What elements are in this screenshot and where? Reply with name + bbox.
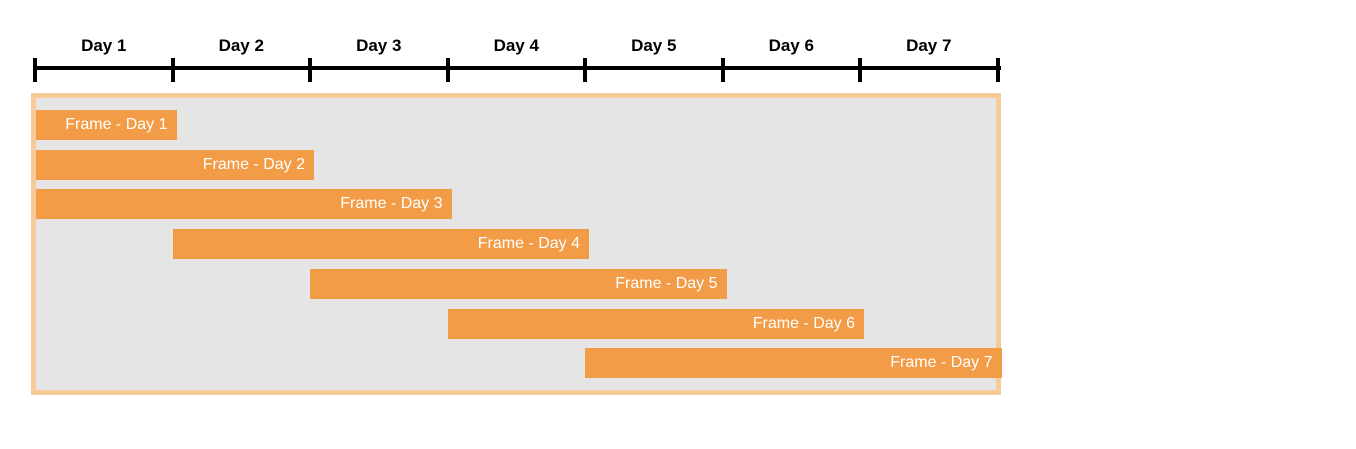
bar-label: Frame - Day 2: [202, 156, 305, 173]
axis-tick: [170, 58, 175, 82]
axis-tick: [33, 58, 37, 82]
day-label: Day 6: [768, 36, 814, 55]
day-label: Day 4: [493, 36, 539, 55]
gantt-bar-frame-day-3: Frame - Day 3: [36, 189, 452, 219]
axis-tick: [858, 58, 862, 82]
axis-tick: [308, 58, 312, 82]
axis-tick: [720, 58, 725, 82]
gantt-bar-frame-day-1: Frame - Day 1: [36, 110, 177, 140]
axis-tick: [995, 58, 1000, 82]
day-label: Day 5: [631, 36, 677, 55]
gantt-bar-frame-day-5: Frame - Day 5: [310, 269, 727, 299]
bar-label: Frame - Day 3: [340, 195, 443, 212]
day-label: Day 7: [906, 36, 952, 55]
gantt-bar-frame-day-6: Frame - Day 6: [447, 309, 864, 339]
axis-line: [35, 66, 1001, 70]
gantt-bar-frame-day-4: Frame - Day 4: [172, 229, 589, 259]
bar-label: Frame - Day 1: [65, 116, 168, 133]
axis-tick: [445, 58, 450, 82]
day-label: Day 2: [218, 36, 264, 55]
gantt-bar-frame-day-7: Frame - Day 7: [585, 348, 1002, 378]
axis-tick: [583, 58, 587, 82]
day-label: Day 3: [356, 36, 402, 55]
bar-label: Frame - Day 4: [477, 235, 580, 252]
day-label: Day 1: [81, 36, 127, 55]
bar-label: Frame - Day 5: [615, 275, 718, 292]
gantt-bar-frame-day-2: Frame - Day 2: [36, 150, 314, 180]
bar-label: Frame - Day 7: [890, 354, 993, 371]
bar-label: Frame - Day 6: [752, 315, 855, 332]
